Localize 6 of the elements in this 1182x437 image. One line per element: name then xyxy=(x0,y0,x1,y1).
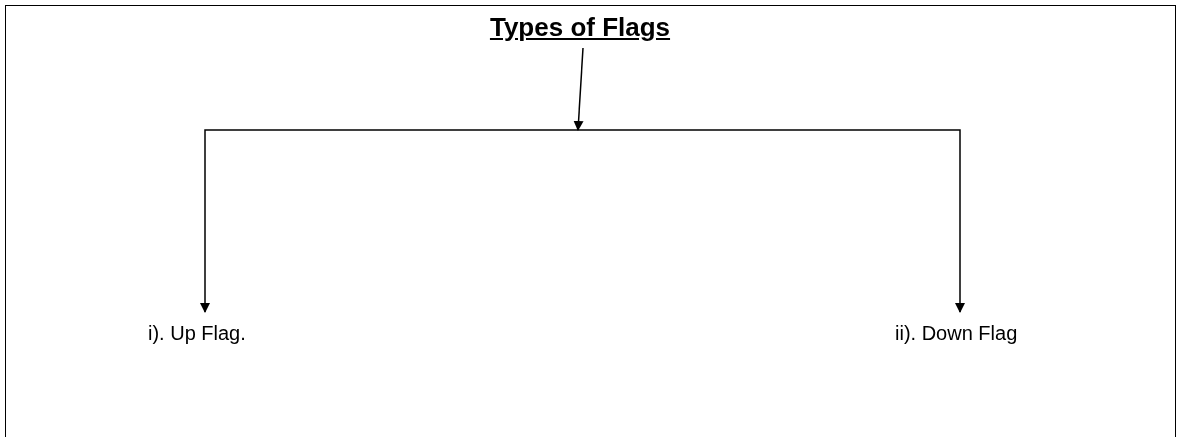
branch-label: i). Up Flag. xyxy=(148,321,246,346)
heading-label: Types of Flags xyxy=(489,11,671,44)
branch-label: ii). Down Flag xyxy=(895,321,1018,346)
arrow xyxy=(200,129,579,313)
arrow xyxy=(577,129,965,313)
arrow xyxy=(573,47,584,131)
